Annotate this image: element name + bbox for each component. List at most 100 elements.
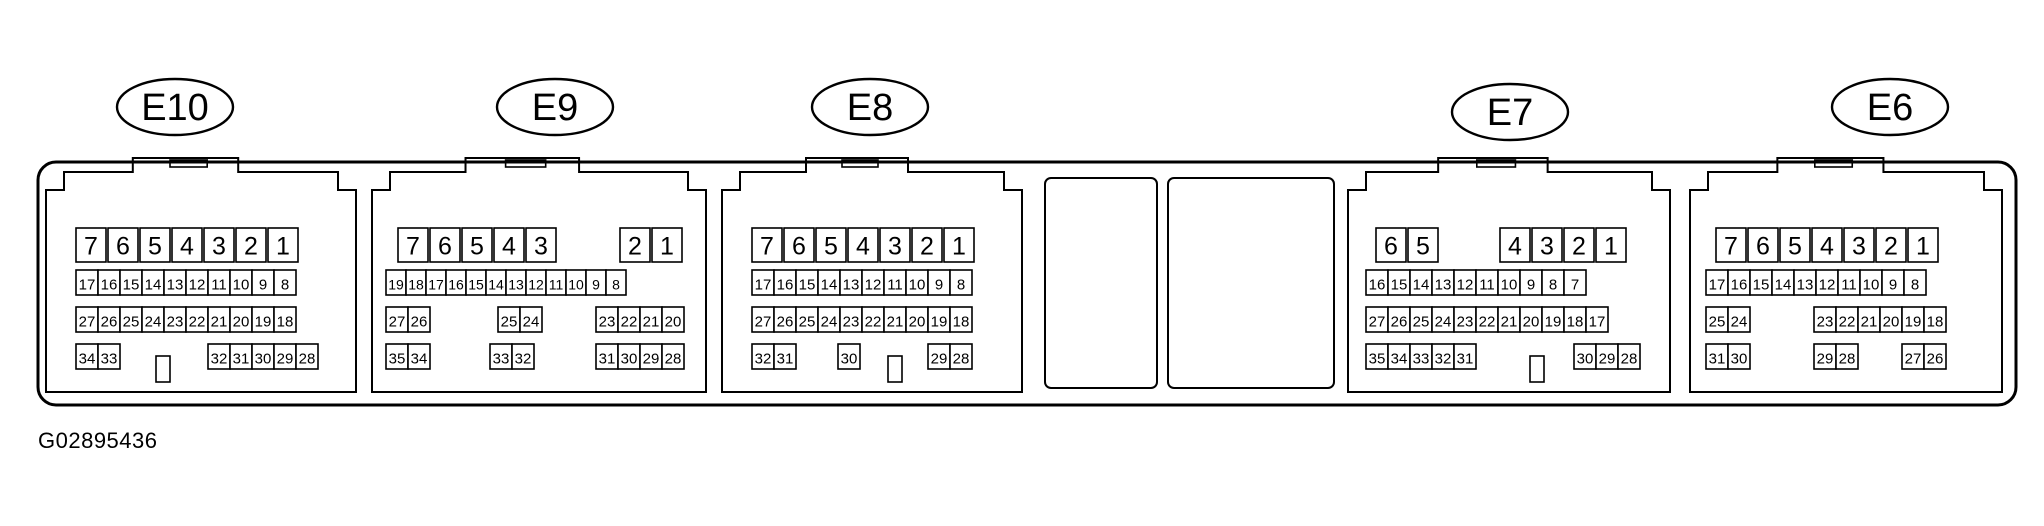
pin-number: 26 xyxy=(101,314,118,331)
pin-number: 18 xyxy=(277,314,294,331)
pin-number: 7 xyxy=(1571,277,1579,294)
pin-number: 16 xyxy=(448,277,464,293)
pin-cell xyxy=(1499,227,1531,263)
pin-number: 19 xyxy=(931,314,948,331)
pin-number: 24 xyxy=(1731,314,1748,331)
pin-number: 2 xyxy=(244,233,258,261)
pin-number: 5 xyxy=(824,233,838,261)
pin-number: 12 xyxy=(528,277,544,293)
pin-cell xyxy=(1585,306,1609,333)
pin-cell xyxy=(1595,227,1627,263)
pin-number: 26 xyxy=(777,314,794,331)
pin-number: 31 xyxy=(1709,351,1726,368)
pin-number: 12 xyxy=(1457,277,1474,294)
pin-number: 25 xyxy=(1709,314,1726,331)
pin-number: 15 xyxy=(468,277,484,293)
connector-label: E8 xyxy=(847,87,893,129)
connector-label: E7 xyxy=(1487,92,1533,134)
pin-cell xyxy=(879,227,911,263)
pin-number: 29 xyxy=(643,351,660,368)
pin-number: 24 xyxy=(145,314,162,331)
pin-number: 20 xyxy=(233,314,250,331)
pin-number: 27 xyxy=(755,314,772,331)
pin-number: 8 xyxy=(957,277,965,294)
pin-number: 14 xyxy=(821,277,838,294)
pin-number: 7 xyxy=(84,233,98,261)
pin-number: 27 xyxy=(79,314,96,331)
pin-number: 21 xyxy=(643,314,660,331)
pin-number: 13 xyxy=(167,277,184,294)
pin-number: 25 xyxy=(799,314,816,331)
pin-number: 31 xyxy=(233,351,250,368)
pin-cell xyxy=(1875,227,1907,263)
pin-number: 3 xyxy=(1540,233,1554,261)
pin-cell xyxy=(235,227,267,263)
pin-number: 4 xyxy=(180,233,194,261)
pin-number: 10 xyxy=(1863,277,1880,294)
pin-number: 22 xyxy=(865,314,882,331)
pin-number: 4 xyxy=(856,233,870,261)
pin-number: 11 xyxy=(211,277,227,294)
pin-number: 2 xyxy=(1884,233,1898,261)
connector-body xyxy=(1689,157,2003,393)
pin-cell xyxy=(1453,343,1477,370)
pin-number: 21 xyxy=(887,314,904,331)
pin-cell xyxy=(1727,306,1751,333)
pin-cell xyxy=(1563,269,1587,296)
pin-number: 16 xyxy=(1731,277,1748,294)
connector-label-ellipse xyxy=(495,77,615,137)
pin-number: 30 xyxy=(1577,351,1594,368)
pin-number: 8 xyxy=(1549,277,1557,294)
pin-number: 14 xyxy=(488,277,504,293)
pin-number: 20 xyxy=(1523,314,1540,331)
pin-number: 29 xyxy=(1599,351,1616,368)
pin-number: 27 xyxy=(1905,351,1922,368)
pin-number: 18 xyxy=(1567,314,1584,331)
ecu-housing xyxy=(36,160,2018,407)
pin-cell xyxy=(783,227,815,263)
connector-label-ellipse xyxy=(1450,82,1570,142)
pin-number: 27 xyxy=(1369,314,1386,331)
pin-number: 28 xyxy=(665,351,682,368)
connector-body xyxy=(721,157,1023,393)
pin-cell xyxy=(1907,227,1939,263)
pin-number: 32 xyxy=(211,351,228,368)
connector-body xyxy=(45,157,357,393)
connector-label: E6 xyxy=(1867,87,1913,129)
pin-number: 32 xyxy=(755,351,772,368)
pin-cell xyxy=(605,269,627,296)
pin-number: 8 xyxy=(1911,277,1919,294)
pin-number: 4 xyxy=(1508,233,1522,261)
pin-number: 18 xyxy=(408,277,424,293)
pin-cell xyxy=(407,306,431,333)
pin-cell xyxy=(1903,269,1927,296)
pin-cell xyxy=(139,227,171,263)
pin-number: 33 xyxy=(1413,351,1430,368)
pin-cell xyxy=(107,227,139,263)
pin-number: 10 xyxy=(233,277,250,294)
pin-number: 20 xyxy=(1883,314,1900,331)
pin-number: 6 xyxy=(1384,233,1398,261)
pin-number: 30 xyxy=(1731,351,1748,368)
pin-number: 32 xyxy=(1435,351,1452,368)
pin-number: 9 xyxy=(592,277,600,293)
pin-cell xyxy=(1617,343,1641,370)
pin-number: 32 xyxy=(515,351,532,368)
pin-number: 25 xyxy=(501,314,518,331)
latch-tab xyxy=(169,159,209,168)
pin-number: 3 xyxy=(1852,233,1866,261)
pin-cell xyxy=(837,343,861,370)
pin-number: 2 xyxy=(920,233,934,261)
pin-number: 28 xyxy=(1621,351,1638,368)
pin-number: 24 xyxy=(821,314,838,331)
pin-number: 34 xyxy=(1391,351,1408,368)
pin-number: 19 xyxy=(1545,314,1562,331)
pin-cell xyxy=(1747,227,1779,263)
pin-number: 29 xyxy=(931,351,948,368)
pin-number: 19 xyxy=(1905,314,1922,331)
pin-number: 10 xyxy=(1501,277,1518,294)
pin-number: 35 xyxy=(389,351,406,368)
